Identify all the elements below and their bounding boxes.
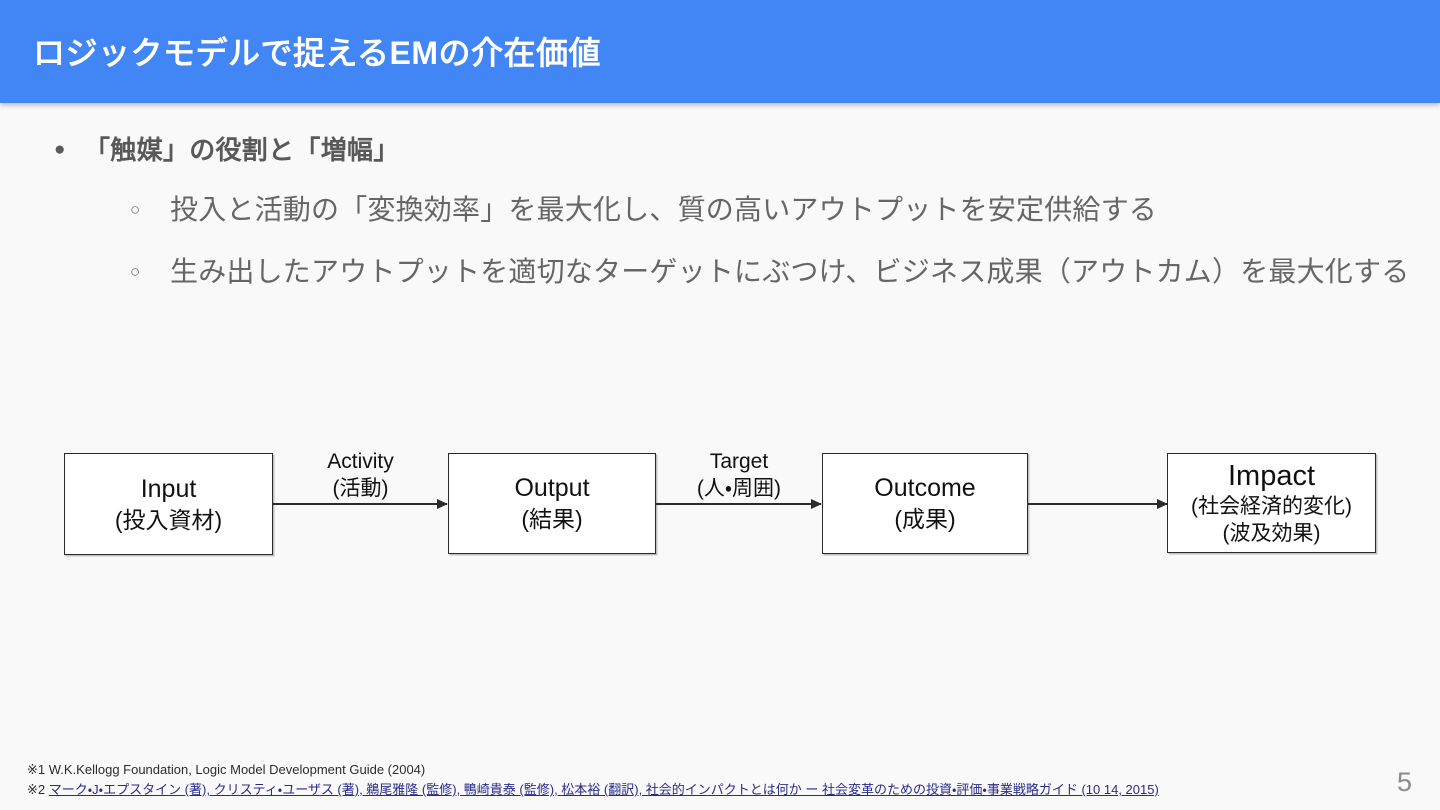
diagram-arrow-label-target-en: Target — [709, 450, 769, 473]
footnote-item-1: ※1 W.K.Kellogg Foundation, Logic Model D… — [27, 760, 1327, 780]
header-band: ロジックモデルで捉えるEMの介在価値 — [0, 0, 1440, 103]
diagram-box-input-title: Input — [140, 474, 197, 503]
bullet-level2-item: ○ 投入と活動の「変換効率」を最大化し、質の高いアウトプットを安定供給する — [0, 186, 1440, 234]
footnote-marker-2: ※2 — [27, 782, 49, 797]
diagram-arrow-input-to-output — [273, 498, 448, 509]
filled-disc-icon: ● — [54, 139, 66, 160]
diagram-box-output-subtitle: (結果) — [521, 506, 583, 532]
diagram-box-outcome-subtitle: (成果) — [894, 506, 956, 532]
diagram-arrow-label-activity: Activity (活動) — [273, 448, 448, 502]
diagram-box-output-title: Output — [514, 474, 590, 502]
diagram-box-impact-title: Impact — [1227, 460, 1316, 492]
diagram-arrow-outcome-to-impact — [1028, 498, 1168, 509]
footnote-list: ※1 W.K.Kellogg Foundation, Logic Model D… — [27, 760, 1327, 800]
bullet-level2-item: ○ 生み出したアウトプットを適切なターゲットにぶつけ、ビジネス成果（アウトカム）… — [0, 248, 1440, 296]
diagram-box-impact-subtitle-2: (波及効果) — [1222, 522, 1321, 545]
hollow-circle-icon: ○ — [130, 200, 141, 219]
bullet-level2-label: 投入と活動の「変換効率」を最大化し、質の高いアウトプットを安定供給する — [170, 194, 1158, 225]
diagram-arrow-label-activity-en: Activity — [327, 450, 394, 473]
diagram-box-input-subtitle: (投入資材) — [114, 506, 223, 533]
footnote-marker-1: ※1 — [27, 762, 49, 777]
diagram-box-input: Input (投入資材) — [64, 453, 273, 555]
diagram-box-impact-subtitle: (社会経済的変化) — [1191, 495, 1352, 518]
diagram-arrow-label-target: Target (人・周囲) — [656, 448, 822, 502]
page-number: 5 — [1396, 767, 1412, 797]
bullet-level2-label: 生み出したアウトプットを適切なターゲットにぶつけ、ビジネス成果（アウトカム）を最… — [170, 256, 1410, 287]
footnote-item-2: ※2 マーク・J・エプスタイン (著), クリスティ・ユーザス (著), 鵜尾雅… — [27, 780, 1327, 800]
diagram-arrow-label-activity-jp: (活動) — [332, 477, 389, 500]
diagram-box-output: Output (結果) — [448, 453, 656, 554]
diagram-box-outcome: Outcome (成果) — [822, 453, 1028, 554]
bullet-level1-label: 「触媒」の役割と「増幅」 — [84, 135, 400, 165]
bullet-list: ● 「触媒」の役割と「増幅」 ○ 投入と活動の「変換効率」を最大化し、質の高いア… — [0, 128, 1440, 310]
page-title: ロジックモデルで捉えるEMの介在価値 — [33, 35, 602, 71]
hollow-circle-icon: ○ — [130, 262, 141, 281]
footnote-link-2[interactable]: マーク・J・エプスタイン (著), クリスティ・ユーザス (著), 鵜尾雅隆 (… — [48, 782, 1159, 797]
bullet-level1-item: ● 「触媒」の役割と「増幅」 — [0, 128, 1440, 172]
diagram-arrow-output-to-outcome — [656, 498, 822, 509]
diagram-arrow-label-target-jp: (人・周囲) — [696, 477, 782, 500]
diagram-box-impact: Impact (社会経済的変化) (波及効果) — [1167, 453, 1376, 553]
footnote-text-1: W.K.Kellogg Foundation, Logic Model Deve… — [48, 762, 426, 777]
diagram-box-outcome-title: Outcome — [874, 474, 976, 502]
